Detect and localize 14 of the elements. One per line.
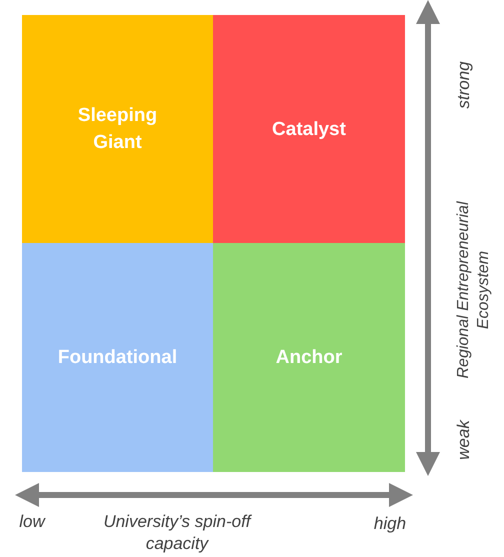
quadrant-label: Sleeping Giant bbox=[76, 104, 158, 155]
quadrant bbox=[213, 243, 405, 472]
x-axis-label: low bbox=[18, 511, 46, 533]
x-axis-label: high bbox=[372, 513, 408, 535]
quadrant bbox=[213, 15, 405, 243]
quadrant bbox=[22, 243, 213, 472]
quadrant-label: Anchor bbox=[274, 346, 344, 370]
y-axis-label: weak bbox=[453, 418, 474, 462]
x-axis-label: University’s spin-off capacity bbox=[102, 511, 253, 555]
y-axis-label: strong bbox=[453, 60, 474, 111]
y-axis-label: Regional Entrepreneurial Ecosystem bbox=[454, 200, 493, 380]
quadrant-label: Foundational bbox=[56, 346, 178, 370]
quadrant-label: Catalyst bbox=[271, 118, 347, 142]
quadrant bbox=[22, 15, 213, 243]
